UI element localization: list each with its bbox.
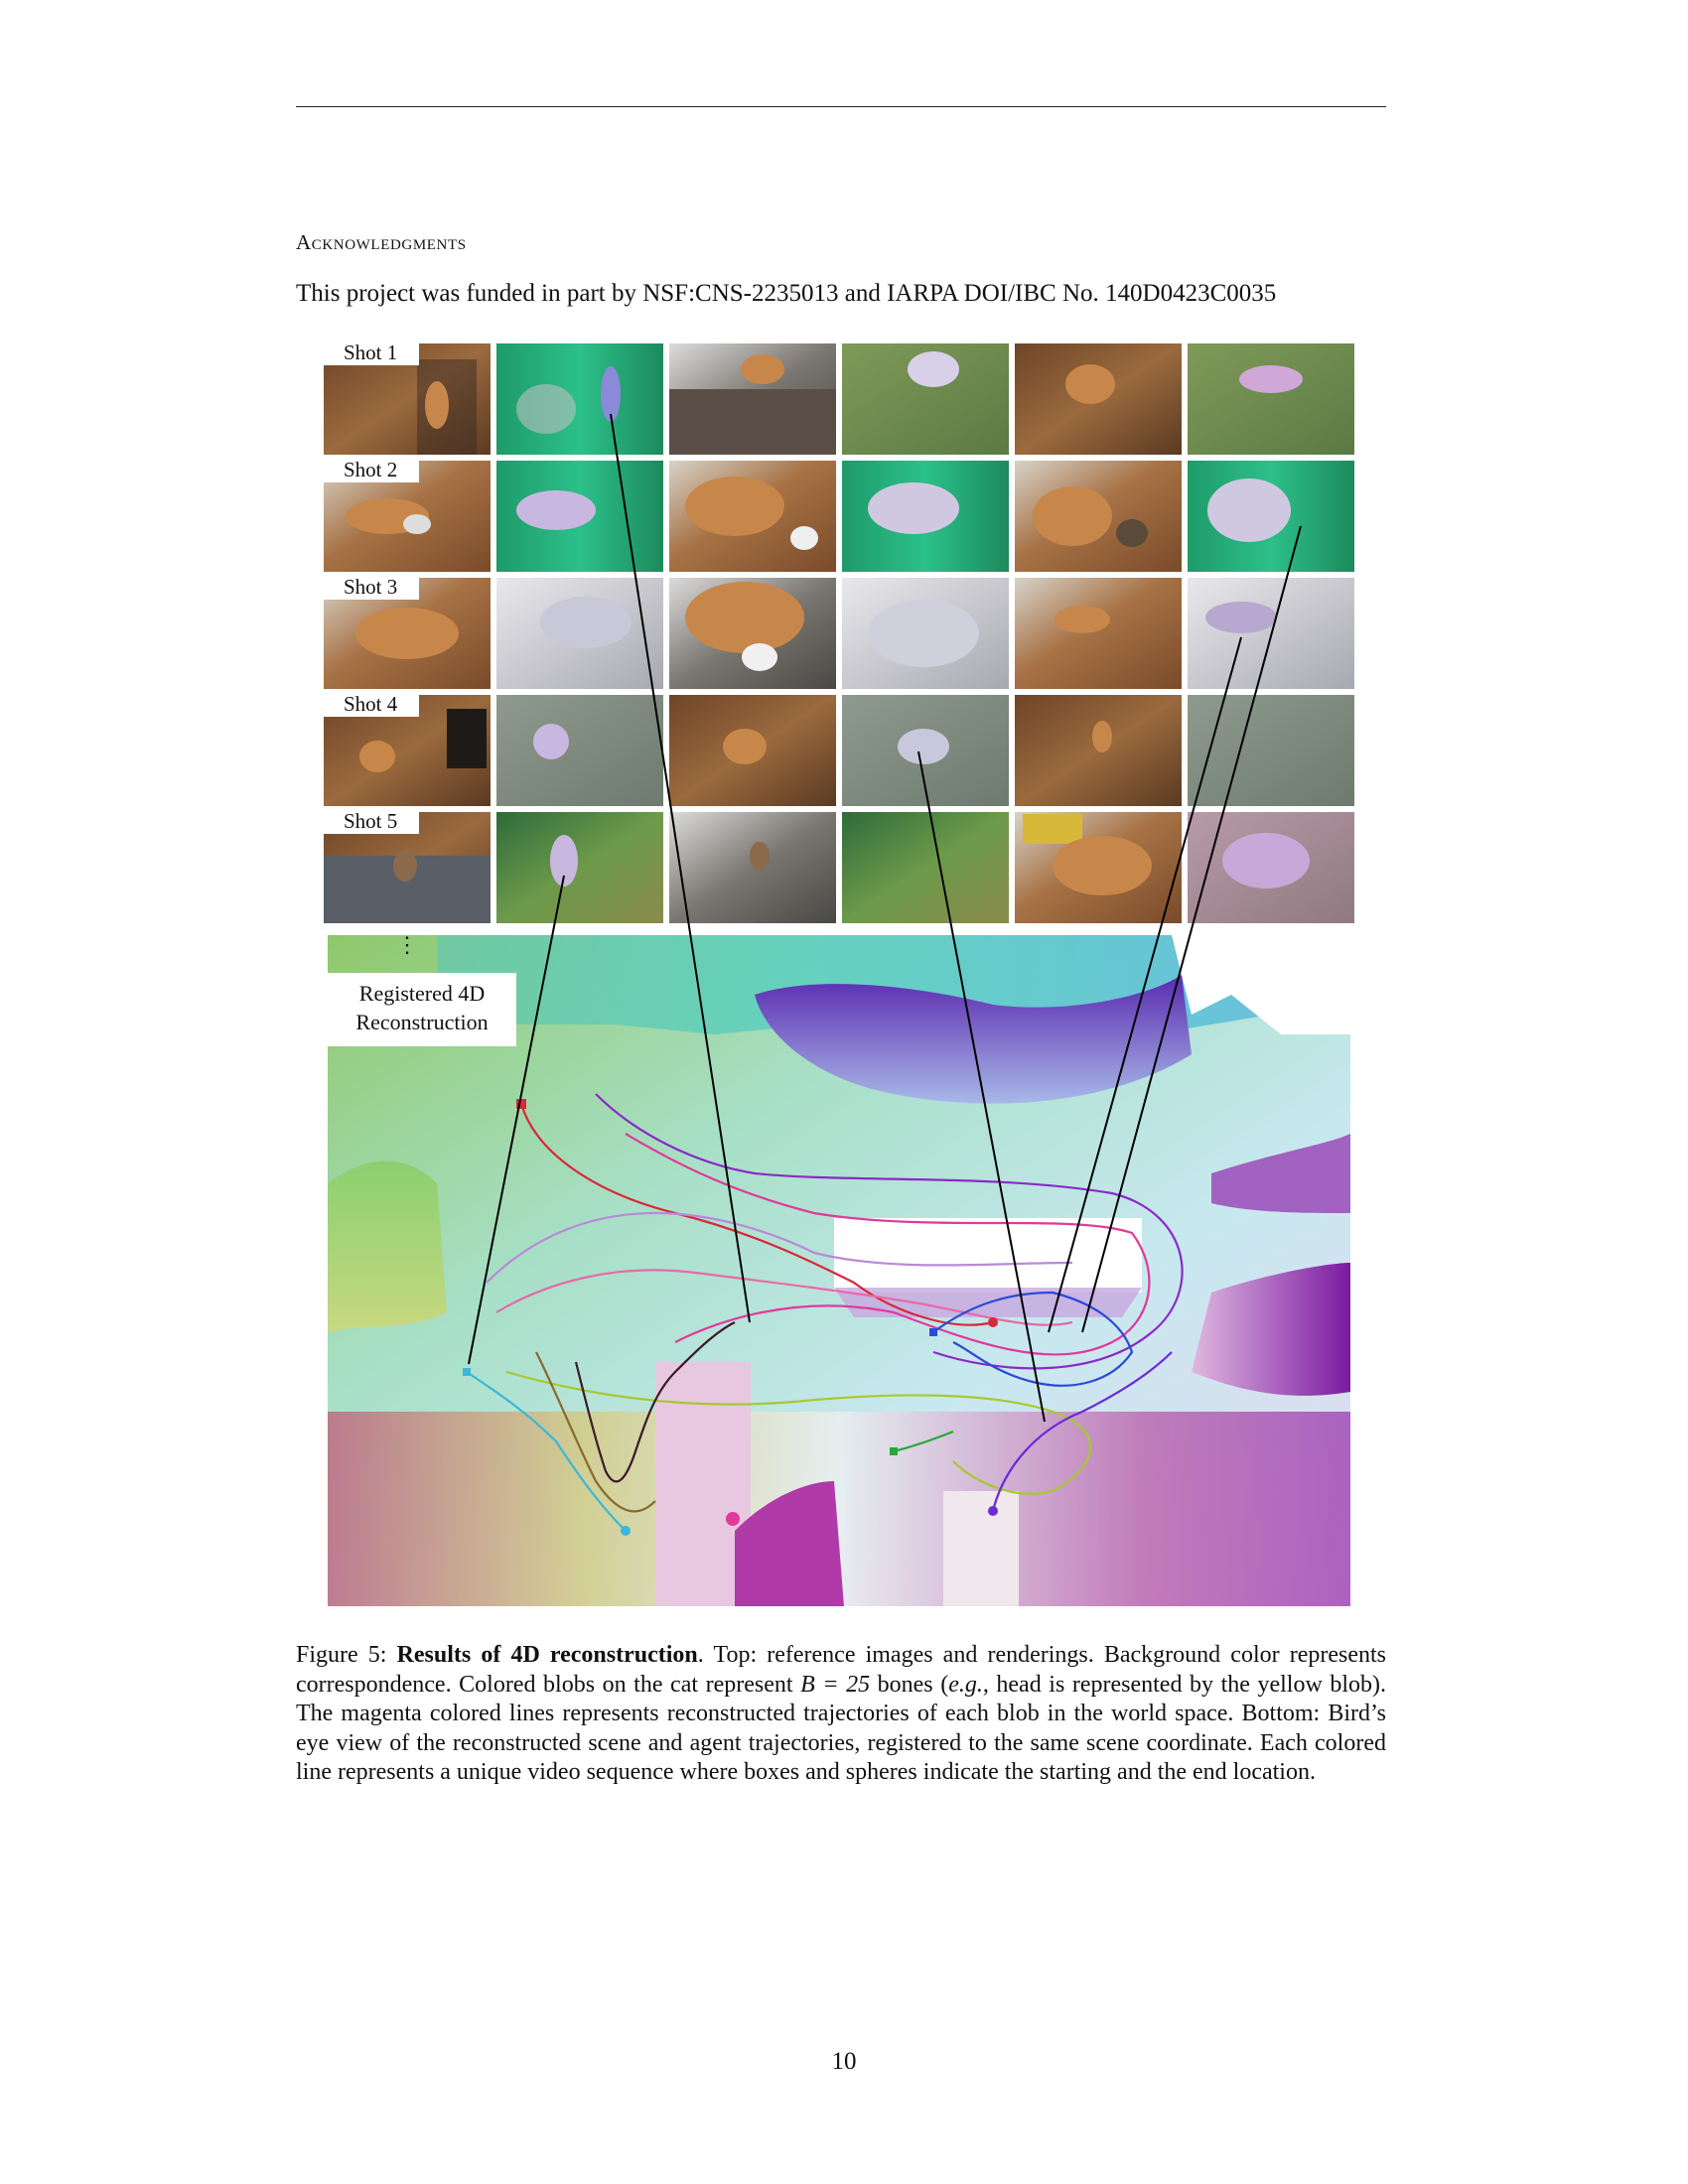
caption-bold-title: Results of 4D reconstruction	[396, 1642, 698, 1668]
render-image	[496, 812, 663, 923]
end-sphere	[988, 1506, 998, 1516]
start-box	[890, 1447, 898, 1455]
grid-row-2	[324, 461, 1354, 572]
grid-row-1	[324, 343, 1354, 455]
grid-row-4	[324, 695, 1354, 806]
start-box	[929, 1328, 937, 1336]
cat-mesh	[1239, 365, 1303, 393]
shot-label-2: Shot 2	[324, 457, 420, 482]
registered-label-line1: Registered 4D	[358, 981, 486, 1006]
caption-math: B = 25	[800, 1671, 871, 1698]
shot-label-3: Shot 3	[324, 574, 420, 600]
cat-mesh	[1222, 833, 1310, 888]
start-box	[463, 1368, 471, 1376]
cat-figure	[750, 842, 770, 870]
scene-reconstruction	[328, 935, 1350, 1606]
caption-text-2: bones (	[870, 1671, 949, 1698]
caption-text-3: , head is represented by the yellow blob…	[296, 1671, 1386, 1786]
cat-mesh	[868, 600, 979, 667]
cat-mesh	[898, 729, 949, 764]
cat-figure	[1033, 486, 1112, 546]
cat-figure	[359, 741, 395, 772]
trajectory-red	[519, 1103, 994, 1326]
reference-photo	[669, 812, 836, 923]
cat-figure	[1065, 364, 1115, 404]
cat-figure	[425, 381, 449, 429]
cat-mesh	[1205, 602, 1277, 633]
render-image	[842, 812, 1009, 923]
trajectory-lime	[505, 1370, 1091, 1495]
trajectory-cyan	[466, 1371, 627, 1532]
figure-caption: Figure 5: Results of 4D reconstruction. …	[296, 1641, 1386, 1788]
cat-figure	[741, 354, 784, 384]
cat-figure	[1053, 836, 1152, 895]
trajectory-magenta	[625, 1133, 1151, 1356]
cat-mesh	[601, 366, 621, 422]
cat-mesh	[550, 835, 578, 887]
figure-5: Shot 1 Shot 2 Shot 3 Shot 4 Shot 5 ⋮ Reg…	[298, 340, 1390, 1630]
grid-row-3	[324, 578, 1354, 689]
scene-pillar	[943, 1491, 1019, 1606]
scene-magenta-block	[735, 1481, 844, 1606]
cat-figure	[685, 582, 804, 653]
cat-mesh	[540, 597, 632, 648]
page-number: 10	[831, 2048, 857, 2075]
scene-right-upper-wall	[1211, 1134, 1350, 1213]
render-image	[1188, 695, 1354, 806]
cat-mesh	[1207, 478, 1291, 542]
cat-figure	[685, 477, 784, 536]
caption-label: Figure 5:	[296, 1642, 397, 1668]
cat-mesh	[868, 482, 959, 534]
trajectory-dark	[574, 1321, 736, 1483]
registered-label-line2: Reconstruction	[355, 1010, 489, 1034]
cat-figure	[393, 850, 417, 882]
correspondence-line	[1048, 636, 1242, 1333]
agent-trajectories	[466, 1093, 1184, 1532]
end-sphere	[988, 1317, 998, 1327]
scene-right-wall	[1192, 1263, 1350, 1396]
correspondence-line	[917, 751, 1046, 1423]
vertical-ellipsis: ⋮	[396, 932, 418, 957]
cat-mesh	[533, 724, 569, 759]
scene-white-gap-top	[1172, 935, 1350, 1034]
trajectory-olive	[535, 1351, 656, 1513]
correspondence-line	[610, 413, 751, 1323]
trajectory-lavender	[486, 1211, 1073, 1284]
section-heading: Acknowledgments	[296, 230, 467, 254]
caption-text-1: . Top: reference images and renderings. …	[296, 1642, 1387, 1698]
caption-eg: e.g.	[948, 1671, 983, 1698]
render-image	[496, 695, 663, 806]
reference-photo	[1015, 578, 1182, 689]
header-rule	[296, 106, 1386, 107]
correspondence-line	[468, 875, 565, 1365]
trajectory-purple	[595, 1093, 1184, 1370]
trajectory-blue	[932, 1291, 1134, 1387]
shot-label-1: Shot 1	[324, 340, 420, 365]
correspondence-lines	[468, 413, 1302, 1423]
end-sphere	[621, 1526, 631, 1536]
cat-mesh	[516, 490, 596, 530]
trajectory-green	[893, 1430, 954, 1453]
shot-label-4: Shot 4	[324, 691, 420, 717]
trajectory-markers	[463, 1099, 998, 1536]
acknowledgment-text: This project was funded in part by NSF:C…	[296, 280, 1277, 307]
correspondence-line	[1081, 525, 1302, 1333]
figure-graphics	[324, 343, 1354, 1606]
cat-figure	[355, 608, 459, 659]
shot-label-5: Shot 5	[324, 808, 420, 834]
cat-figure	[1092, 721, 1112, 752]
end-sphere	[726, 1512, 740, 1526]
render-image	[1188, 343, 1354, 455]
trajectory-violet	[991, 1351, 1173, 1512]
cat-mesh	[908, 351, 959, 387]
image-grid	[324, 343, 1354, 923]
start-box	[516, 1099, 526, 1109]
scene-bottom-band	[328, 1412, 1350, 1606]
scene-left-wall	[328, 1160, 447, 1332]
cat-figure	[1055, 606, 1110, 633]
cat-figure	[723, 729, 767, 764]
grid-row-5	[324, 812, 1354, 923]
registered-4d-label: Registered 4D Reconstruction	[328, 973, 516, 1046]
